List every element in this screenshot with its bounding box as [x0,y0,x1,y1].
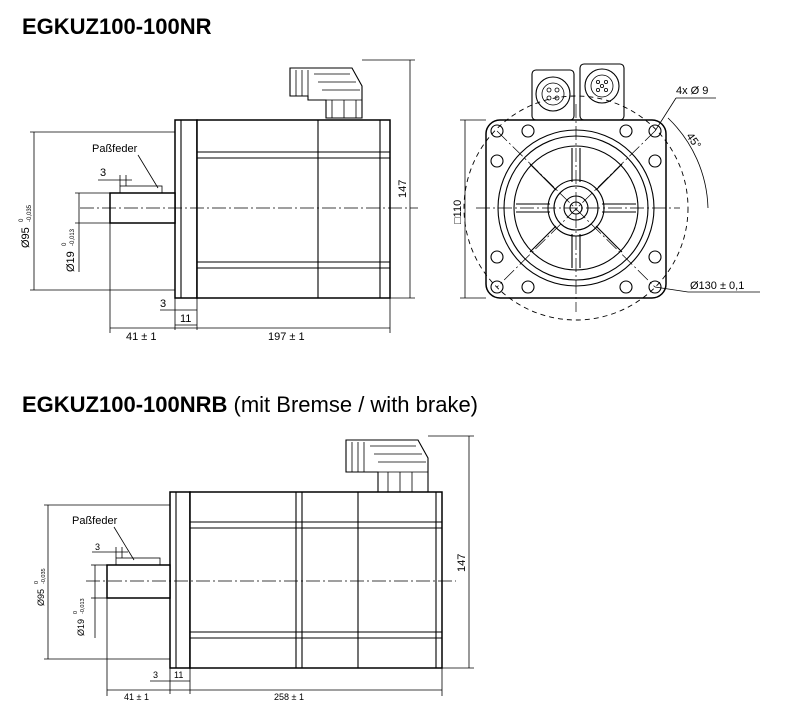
shaft-dia-tol-upper-1: 0 [62,242,68,246]
flange-thickness-dim-1: 11 [180,313,191,325]
square-dim: □110 [452,200,464,224]
shaft-dia-label-2: Ø19 [76,619,86,636]
flange-gap-dim-2: 3 [153,670,158,680]
body-length-dim-1: 197 ± 1 [268,331,305,343]
flange-plate-1 [174,119,198,299]
flange-dia-tol-upper-1: 0 [19,218,25,222]
body-length-dim-2: 258 ± 1 [274,692,304,702]
drawing-2-title-model: EGKUZ100-100NRB [22,392,228,417]
flange-dia-tol-lower-2: -0,035 [41,568,47,584]
height-dim-1: 147 [397,180,409,198]
holes-label: 4x Ø 9 [676,85,708,97]
motor-side-view-2: Paßfeder 3 Ø95 0 -0,035 Ø19 0 -0,013 3 1… [34,435,474,702]
shaft-dia-label-1: Ø19 [65,251,77,272]
motor-side-view-1: Paßfeder 3 Ø95 0 -0,035 Ø19 0 -0,013 3 1… [19,59,418,343]
flange-dia-tol-upper-2: 0 [34,581,40,584]
drawing-2-title: EGKUZ100-100NRB (mit Bremse / with brake… [22,392,478,418]
motor-front-view: □110 4x Ø 9 45° Ø130 ± 0,1 [452,63,760,321]
flange-dia-label-1: Ø95 [20,227,32,248]
flange-thickness-dim-2: 11 [174,670,183,680]
flange-dia-label-2: Ø95 [36,589,46,606]
shaft-2 [106,564,171,599]
flange-dia-tol-lower-1: -0,035 [27,204,33,222]
angle-label: 45° [684,131,703,152]
front-connectors [531,63,625,121]
bolt-circle [463,95,689,321]
key-dim-1: 3 [100,167,106,179]
shaft-length-dim-2: 41 ± 1 [124,692,149,702]
key-2 [115,557,161,566]
connector-1 [289,67,363,119]
motor-housing-2 [189,491,443,669]
key-label-1: Paßfeder [92,143,138,155]
drawing-1-title: EGKUZ100-100NR [22,14,212,39]
bolt-circle-label: Ø130 ± 0,1 [690,280,744,292]
key-dim-2: 3 [95,542,100,552]
height-dim-2: 147 [456,554,468,572]
flange-gap-dim-1: 3 [160,298,166,310]
shaft-length-dim-1: 41 ± 1 [126,331,157,343]
shaft-dia-tol-lower-2: -0,013 [80,598,86,614]
motor-housing-1 [196,119,391,299]
key-label-2: Paßfeder [72,515,118,527]
drawing-2-title-suffix: (mit Bremse / with brake) [227,392,479,417]
shaft-dia-tol-upper-2: 0 [73,611,79,614]
key-1 [119,185,163,194]
connector-2 [345,439,429,493]
mounting-holes [490,124,662,294]
shaft-dia-tol-lower-1: -0,013 [70,228,76,246]
flange-plate-2 [169,491,191,669]
